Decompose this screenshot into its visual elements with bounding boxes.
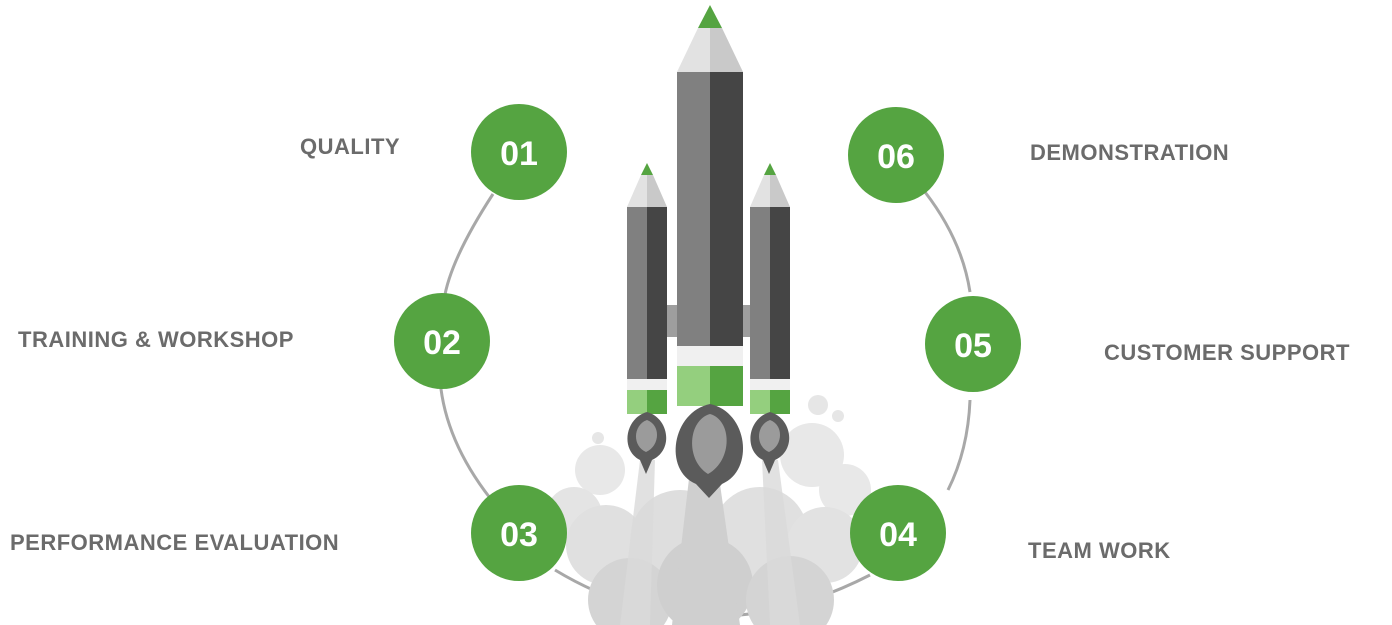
step-circle-01: 01 [471, 104, 567, 200]
ring-arc-right-upper [923, 191, 972, 293]
step-label-05: CUSTOMER SUPPORT [1104, 340, 1350, 365]
step-number-03: 03 [500, 516, 538, 554]
step-number-02: 02 [423, 324, 461, 362]
step-label-02: TRAINING & WORKSHOP [18, 327, 294, 352]
step-circle-05: 05 [925, 296, 1021, 392]
ring-arc-right-lower [946, 399, 972, 491]
rocket-main [675, 5, 744, 498]
step-label-01: QUALITY [300, 134, 401, 159]
step-circle-06: 06 [848, 107, 944, 203]
step-circle-02: 02 [394, 293, 490, 389]
step-number-01: 01 [500, 135, 538, 173]
step-circle-04: 04 [850, 485, 946, 581]
rocket-icon [627, 5, 790, 498]
booster-right [750, 163, 790, 474]
step-number-05: 05 [954, 327, 992, 365]
step-circle-03: 03 [471, 485, 567, 581]
step-label-06: DEMONSTRATION [1030, 140, 1230, 165]
step-label-03: PERFORMANCE EVALUATION [10, 530, 340, 555]
ring-arc-left-upper [442, 193, 495, 301]
ring-arc-left-lower [438, 379, 492, 499]
step-number-06: 06 [877, 138, 915, 176]
step-label-04: TEAM WORK [1028, 538, 1171, 563]
booster-left [627, 163, 667, 474]
step-number-04: 04 [879, 516, 917, 554]
